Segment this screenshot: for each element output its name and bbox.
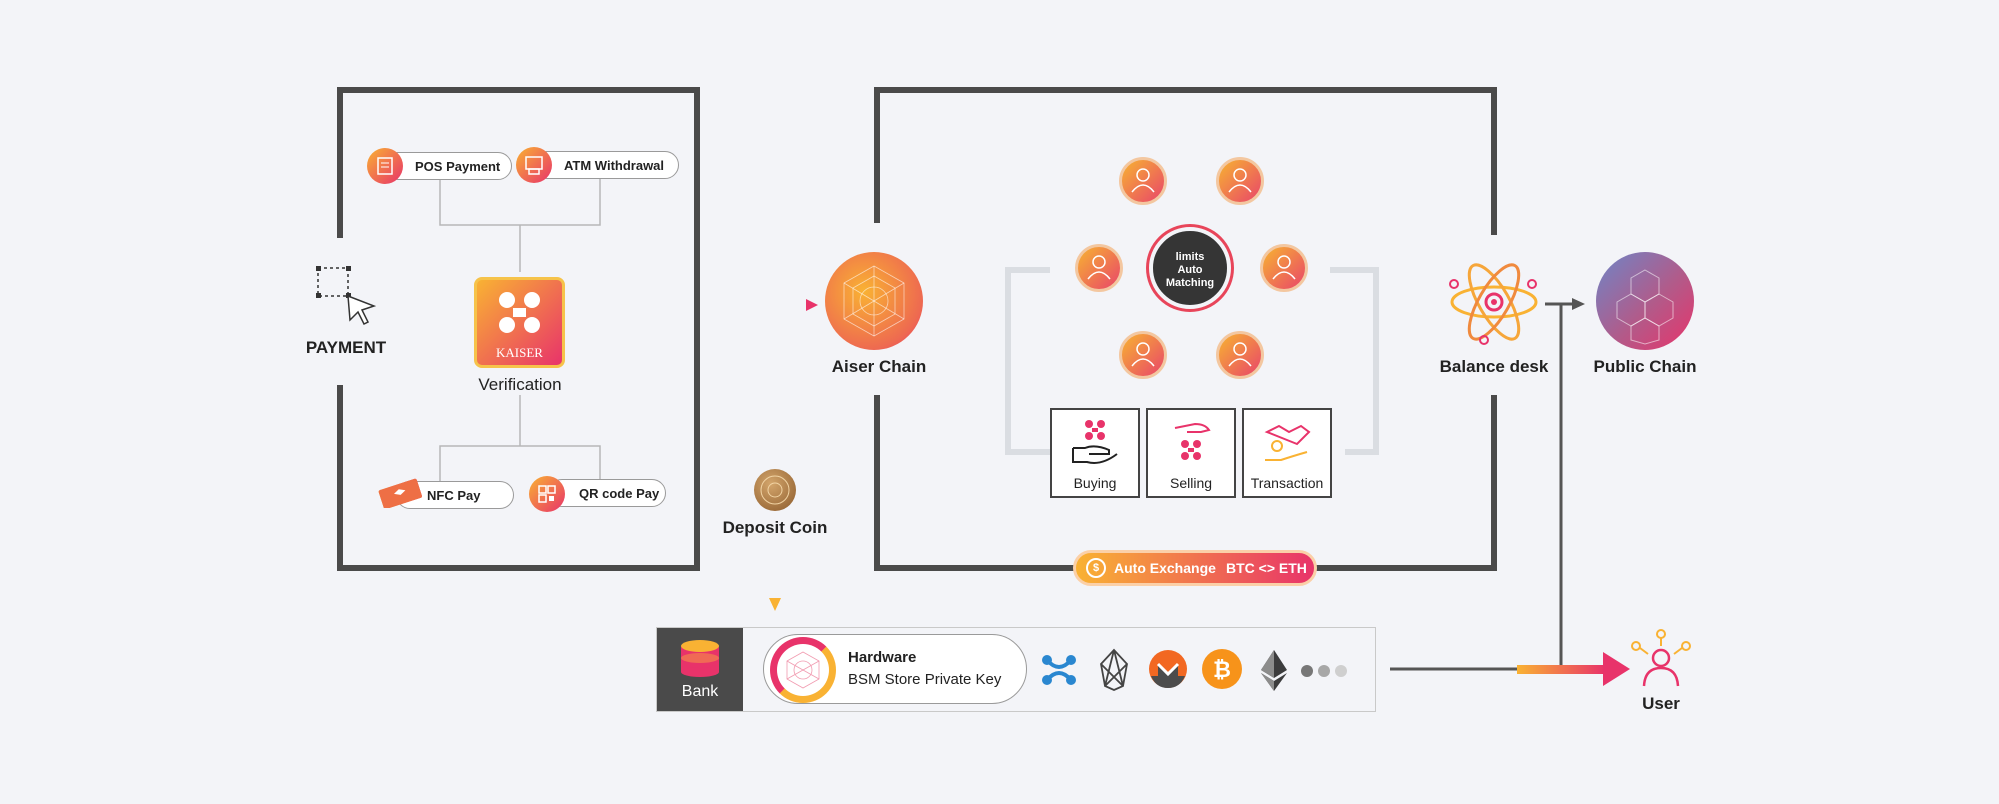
user-node-1 bbox=[1119, 157, 1167, 205]
auto-exchange-label: Auto Exchange bbox=[1114, 560, 1216, 576]
person-icon bbox=[1228, 342, 1252, 367]
eos-icon bbox=[1100, 648, 1128, 691]
qr-code-icon bbox=[529, 476, 565, 512]
buying-label: Buying bbox=[1073, 475, 1117, 491]
storage-bar: Bank Hardware BSM Store Private Key ₿ bbox=[656, 627, 1376, 712]
selling-card[interactable]: Selling bbox=[1146, 408, 1236, 498]
user-arrow-bar bbox=[1517, 665, 1605, 674]
matching-line-1: limits bbox=[1175, 251, 1205, 263]
user-node-2 bbox=[1216, 157, 1264, 205]
tree-bottom bbox=[439, 395, 601, 484]
person-icon bbox=[1087, 255, 1111, 280]
transaction-card[interactable]: Transaction bbox=[1242, 408, 1332, 498]
database-icon bbox=[681, 640, 719, 677]
verification-label: Verification bbox=[478, 375, 562, 394]
payment-cursor-icon bbox=[316, 266, 377, 326]
transaction-handshake-icon bbox=[1264, 424, 1311, 461]
aiser-network-icon bbox=[843, 265, 905, 337]
user-node-5 bbox=[1119, 331, 1167, 379]
selling-hand-icon bbox=[1174, 422, 1211, 460]
exchange-coin-icon: $ bbox=[1086, 558, 1106, 578]
qr-code-pay-label: QR code Pay bbox=[579, 486, 660, 501]
public-chain-label: Public Chain bbox=[1593, 357, 1697, 376]
user-node-4 bbox=[1260, 244, 1308, 292]
payment-label: PAYMENT bbox=[305, 338, 387, 357]
pos-payment-label: POS Payment bbox=[415, 159, 501, 174]
monero-icon bbox=[1149, 650, 1187, 688]
kaiser-logo: KAISER bbox=[474, 277, 565, 368]
cubes-icon bbox=[1616, 269, 1674, 345]
balance-desk-label: Balance desk bbox=[1439, 357, 1549, 376]
more-coins-dots bbox=[1301, 665, 1351, 679]
qr-code-pay-pill[interactable]: QR code Pay bbox=[548, 479, 666, 507]
ripple-icon bbox=[1042, 655, 1076, 685]
matching-line-3: Matching bbox=[1165, 277, 1215, 289]
user-node-3 bbox=[1075, 244, 1123, 292]
deposit-coin-label: Deposit Coin bbox=[722, 518, 828, 537]
hardware-ring-icon bbox=[770, 637, 836, 703]
public-chain-icon bbox=[1596, 252, 1694, 350]
person-icon bbox=[1131, 168, 1155, 193]
auto-exchange-pill[interactable]: $ Auto Exchange BTC <> ETH bbox=[1073, 550, 1317, 586]
deposit-coin-icon bbox=[754, 469, 796, 511]
left-frame bbox=[337, 87, 700, 571]
user-label: User bbox=[1642, 694, 1680, 713]
kaiser-x-icon bbox=[499, 292, 540, 333]
ethereum-icon bbox=[1261, 650, 1287, 691]
person-icon bbox=[1131, 342, 1155, 367]
matching-line-2: Auto bbox=[1177, 264, 1203, 276]
buying-hand-icon bbox=[1072, 420, 1118, 464]
pos-payment-pill[interactable]: POS Payment bbox=[384, 152, 512, 180]
buying-card[interactable]: Buying bbox=[1050, 408, 1140, 498]
transaction-label: Transaction bbox=[1250, 475, 1324, 491]
inner-bracket-right bbox=[1330, 267, 1379, 455]
bank-block[interactable]: Bank bbox=[657, 628, 743, 711]
nfc-card-icon bbox=[376, 478, 424, 510]
bank-label: Bank bbox=[681, 683, 719, 700]
person-icon bbox=[1228, 168, 1252, 193]
user-node-6 bbox=[1216, 331, 1264, 379]
auto-exchange-pair: BTC <> ETH bbox=[1226, 560, 1307, 576]
inner-bracket-left bbox=[1005, 267, 1050, 455]
atm-withdrawal-icon bbox=[516, 147, 552, 183]
aiser-chain-icon bbox=[825, 252, 923, 350]
user-network-icon bbox=[1628, 626, 1694, 692]
hardware-pill[interactable]: Hardware BSM Store Private Key bbox=[763, 634, 1027, 704]
hardware-title: Hardware bbox=[848, 649, 917, 666]
limits-auto-matching: limits Auto Matching bbox=[1149, 227, 1231, 309]
balance-desk-atom-icon bbox=[1444, 250, 1544, 350]
bitcoin-icon: ₿ bbox=[1202, 649, 1242, 689]
svg-text:₿: ₿ bbox=[1213, 658, 1231, 683]
hardware-subtitle: BSM Store Private Key bbox=[848, 671, 1002, 688]
pos-payment-icon bbox=[367, 148, 403, 184]
nfc-pay-label: NFC Pay bbox=[427, 488, 481, 503]
tree-top bbox=[439, 178, 601, 272]
selling-label: Selling bbox=[1169, 475, 1213, 491]
aiser-chain-label: Aiser Chain bbox=[831, 357, 927, 376]
atm-withdrawal-pill[interactable]: ATM Withdrawal bbox=[533, 151, 679, 179]
atm-withdrawal-label: ATM Withdrawal bbox=[564, 158, 665, 173]
person-icon bbox=[1272, 255, 1296, 280]
matching-frame-left bbox=[874, 87, 1497, 235]
kaiser-logo-text: KAISER bbox=[496, 345, 543, 360]
